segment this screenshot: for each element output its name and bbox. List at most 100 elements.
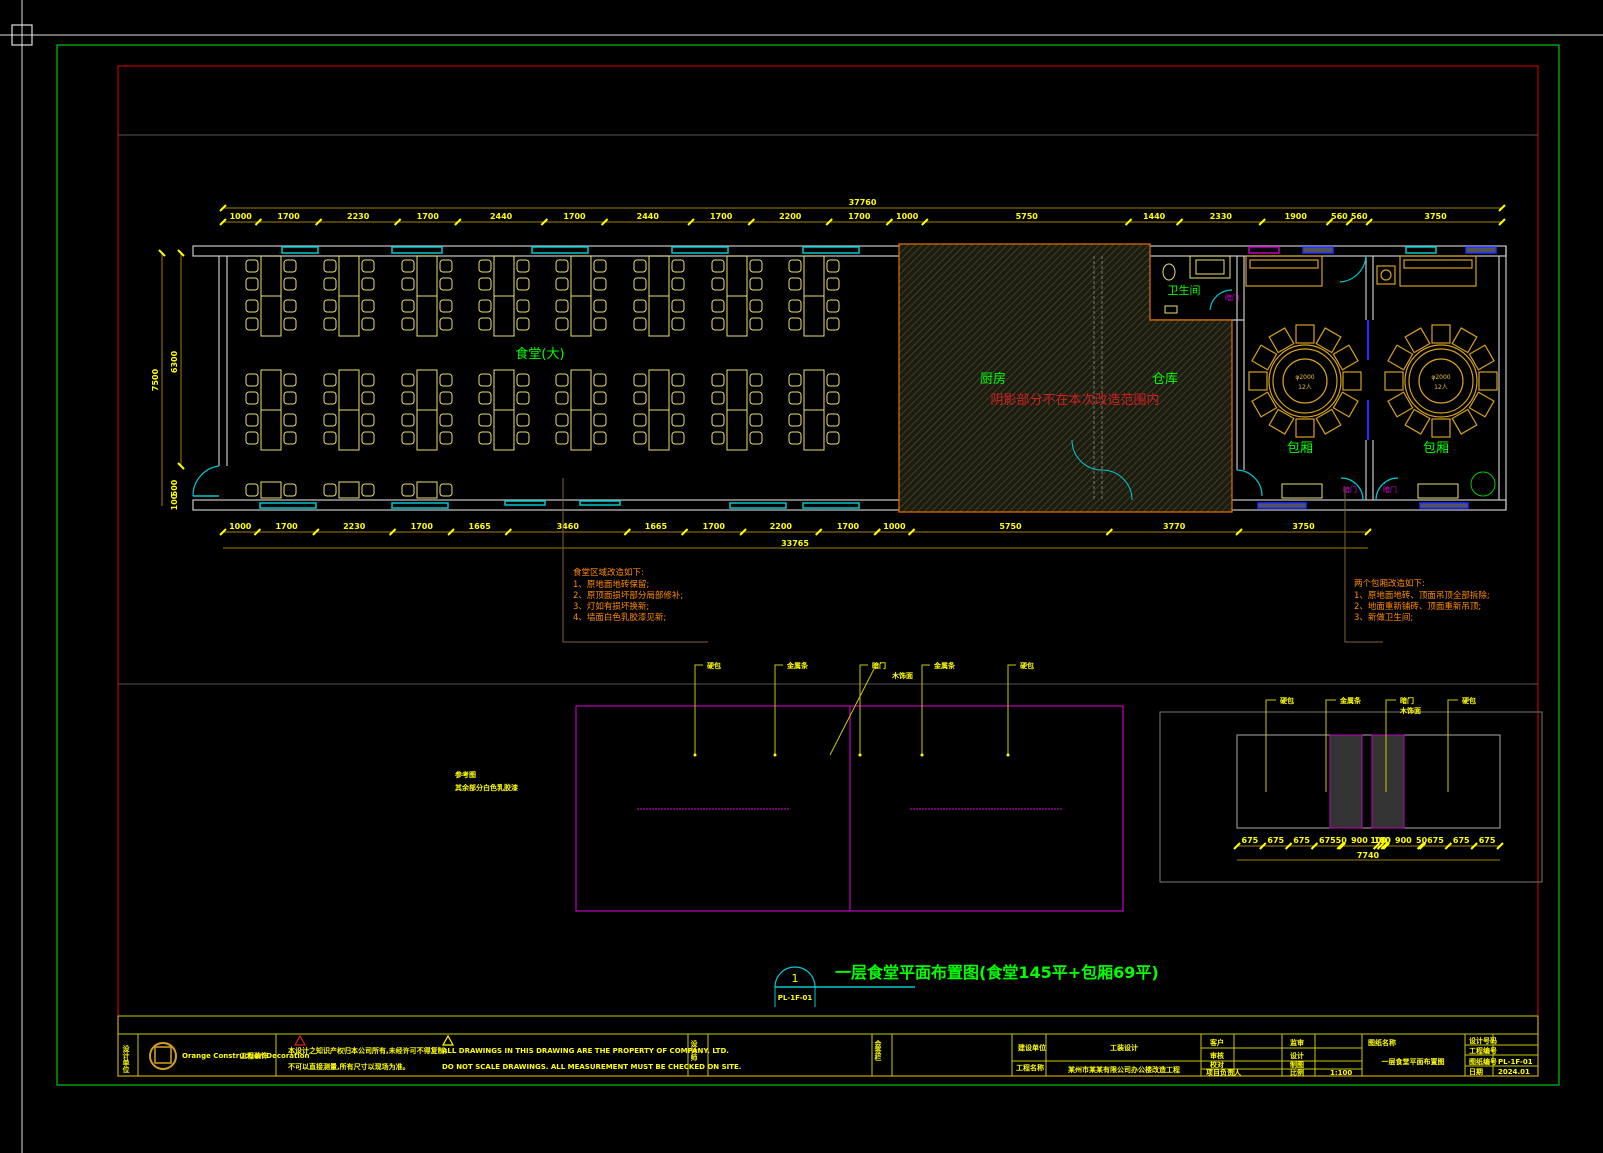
dimension-tick xyxy=(687,218,695,226)
chair xyxy=(749,413,763,427)
dimension-label: 1900 xyxy=(1285,212,1308,221)
chair xyxy=(788,317,802,331)
dimension-label: 1700 xyxy=(275,522,298,531)
chair xyxy=(1431,418,1451,438)
chair xyxy=(1295,418,1315,438)
chair xyxy=(283,259,297,273)
dimension-label: 2230 xyxy=(347,212,370,221)
chair xyxy=(478,277,492,291)
dimension-label: 2230 xyxy=(343,522,366,531)
elevation-leader-label: 硬包 xyxy=(1280,696,1294,705)
dimension-label: 100 xyxy=(1370,836,1387,845)
round-table-seats: 12人 xyxy=(1298,384,1312,391)
chair xyxy=(439,391,453,405)
dimension-label: 900 xyxy=(1395,836,1412,845)
chair xyxy=(401,431,415,445)
chair xyxy=(245,299,259,313)
chair xyxy=(671,391,685,405)
dimension-label: 675 xyxy=(1242,836,1259,845)
chair xyxy=(1404,327,1431,354)
chair xyxy=(593,391,607,405)
chair xyxy=(283,373,297,387)
dimension-label: 1700 xyxy=(837,522,860,531)
warning-icon-2 xyxy=(441,1034,455,1046)
chair xyxy=(478,299,492,313)
chair xyxy=(361,277,375,291)
dimension-label: 1000 xyxy=(230,212,253,221)
chair xyxy=(749,259,763,273)
dimension-label: 3750 xyxy=(1424,212,1447,221)
label: 图纸名称 xyxy=(1368,1038,1396,1047)
svg-text:建设单位: 建设单位 xyxy=(1018,1043,1046,1052)
chair xyxy=(283,413,297,427)
dimension-tick xyxy=(447,528,455,536)
label: 1:100 xyxy=(1330,1069,1352,1077)
dimension-label: 1000 xyxy=(896,212,919,221)
chair xyxy=(1268,327,1295,354)
chair xyxy=(555,317,569,331)
dimension-label: 3770 xyxy=(1163,522,1186,531)
label: Orange Construction Decoration xyxy=(182,1052,310,1060)
dimension-tick xyxy=(907,528,916,536)
chair xyxy=(401,391,415,405)
chair xyxy=(361,413,375,427)
room-label-private-room-1: 包厢 xyxy=(1287,441,1313,456)
chair xyxy=(749,391,763,405)
chair xyxy=(671,413,685,427)
dimension-label: 3460 xyxy=(557,522,580,531)
dimension-label: 1440 xyxy=(1143,212,1166,221)
chair xyxy=(633,373,647,387)
chair xyxy=(711,299,725,313)
label: ALL DRAWINGS IN THIS DRAWING ARE THE PRO… xyxy=(442,1047,729,1055)
label: 2024.01 xyxy=(1498,1068,1530,1076)
chair xyxy=(593,431,607,445)
dimension-tick xyxy=(540,218,549,226)
dimension-tick xyxy=(1444,842,1453,850)
dining-renovation-notes: 食堂区域改造如下: 1、原地面地砖保留; 2、原顶面损坏部分局部修补; 3、灯如… xyxy=(562,478,708,643)
dimension-tick xyxy=(739,528,747,536)
chair xyxy=(478,431,492,445)
dimension-tick xyxy=(454,218,462,226)
dimension-label: 5750 xyxy=(999,522,1022,531)
chair xyxy=(245,373,259,387)
chair xyxy=(361,317,375,331)
chair xyxy=(245,277,259,291)
dimension-tick xyxy=(1416,842,1425,850)
chair xyxy=(323,299,337,313)
chair xyxy=(788,299,802,313)
round-table-seats: 12人 xyxy=(1434,384,1448,391)
elevation-leader-label: 硬包 xyxy=(707,661,721,670)
chair xyxy=(1332,344,1359,371)
room-label-dining-hall: 食堂(大) xyxy=(515,346,564,362)
dimension-total: 37760 xyxy=(849,198,877,207)
hatched-out-of-scope-area xyxy=(898,243,1233,513)
dimension-label: 50 xyxy=(1380,836,1392,845)
chair xyxy=(593,317,607,331)
chair xyxy=(1248,371,1268,391)
dim-small-b: 100 xyxy=(170,493,179,510)
chair xyxy=(283,299,297,313)
dimension-tick xyxy=(1338,842,1346,850)
chair xyxy=(1251,344,1278,371)
chair xyxy=(323,277,337,291)
chair xyxy=(633,413,647,427)
chair xyxy=(283,431,297,445)
elevation-leader-label: 木饰面 xyxy=(891,671,913,680)
windows xyxy=(259,246,1497,509)
label: 校对 xyxy=(1210,1060,1224,1069)
dimension-label: 50 xyxy=(1336,836,1348,845)
dimension-tick xyxy=(1496,842,1504,850)
chair xyxy=(283,317,297,331)
dimension-tick xyxy=(1382,842,1390,850)
dimension-tick xyxy=(1365,218,1373,226)
chair xyxy=(439,299,453,313)
chair xyxy=(439,277,453,291)
chair xyxy=(711,413,725,427)
dimension-label: 5750 xyxy=(1016,212,1039,221)
chair xyxy=(555,413,569,427)
dimension-label: 1700 xyxy=(848,212,871,221)
dimension-label: 1700 xyxy=(710,212,733,221)
